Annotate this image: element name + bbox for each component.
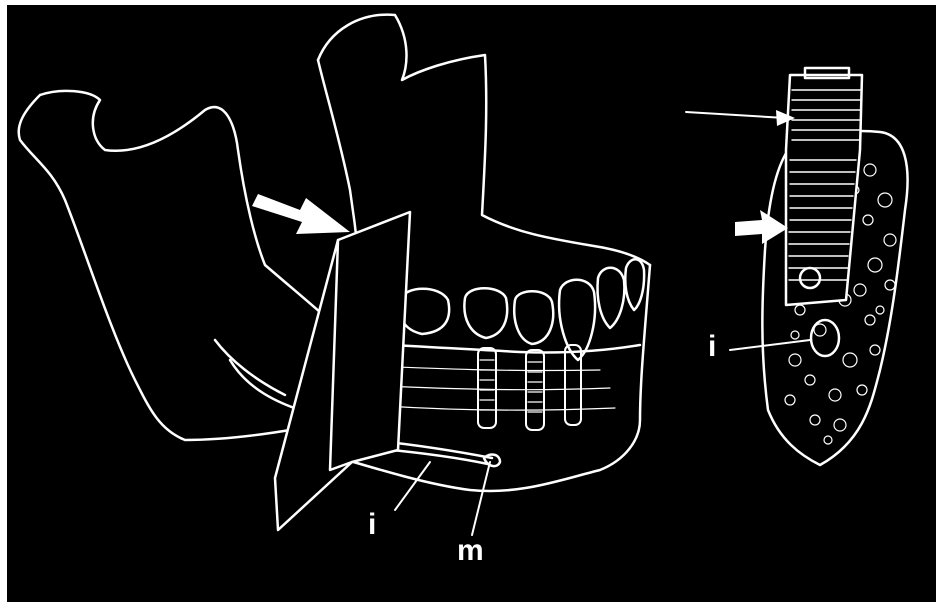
pointer-arrow-thin	[686, 112, 785, 118]
tooth	[464, 288, 507, 338]
section-plane	[275, 212, 410, 530]
leader-i-right	[730, 340, 810, 350]
canal-cross-section	[811, 320, 839, 356]
tooth	[625, 259, 644, 310]
label-m-left: m	[457, 536, 484, 566]
jaw-inner-curve	[215, 340, 285, 395]
leader-m-left	[472, 462, 490, 535]
tooth	[514, 291, 553, 344]
tooth	[559, 280, 595, 360]
mandible-outline	[19, 91, 340, 440]
leader-i-left	[395, 462, 430, 510]
implant	[565, 345, 581, 425]
pointer-arrow-large	[252, 194, 350, 234]
mandible-drawing	[19, 15, 650, 535]
label-i-right: i	[708, 332, 716, 362]
cross-section-drawing	[686, 68, 908, 465]
label-i-left: i	[368, 510, 376, 540]
tooth	[598, 268, 625, 328]
pointer-arrow-bold	[735, 210, 788, 244]
